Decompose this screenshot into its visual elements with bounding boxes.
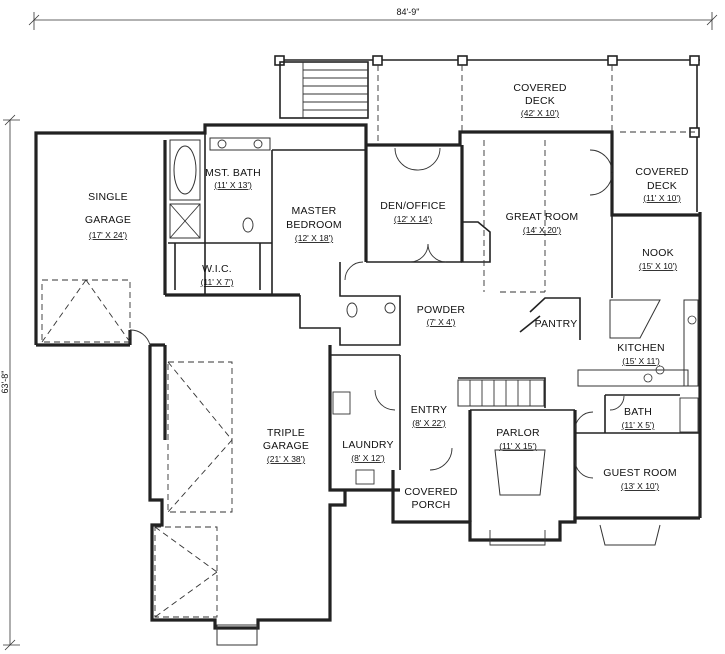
- nook-size: (15' X 10'): [639, 261, 677, 271]
- room-covered-porch: COVERED PORCH: [404, 486, 458, 511]
- kitchen-size: (15' X 11'): [622, 356, 660, 366]
- wic-name: W.I.C.: [202, 263, 232, 275]
- triple-garage-name-2: GARAGE: [263, 440, 309, 452]
- deck-dividers: [377, 65, 695, 145]
- room-pantry: PANTRY: [535, 318, 578, 330]
- great-room-name: GREAT ROOM: [506, 211, 579, 223]
- covered-deck-name: COVERED: [513, 82, 567, 94]
- width-dimension-line: [28, 6, 718, 30]
- guest-room-name: GUEST ROOM: [603, 467, 677, 479]
- pantry-name: PANTRY: [535, 318, 578, 330]
- room-great-room: GREAT ROOM (14' X 20'): [506, 211, 579, 235]
- kitchen-name: KITCHEN: [617, 342, 665, 354]
- room-master-bedroom: MASTER BEDROOM (12' X 18'): [286, 205, 342, 243]
- great-room-size: (14' X 20'): [523, 225, 561, 235]
- master-bedroom-name: MASTER: [292, 205, 337, 217]
- laundry-name: LAUNDRY: [342, 439, 393, 451]
- triple-garage-size: (21' X 38'): [267, 454, 305, 464]
- wic-size: (11' X 7'): [201, 277, 234, 287]
- room-guest-room: GUEST ROOM (13' X 10'): [603, 467, 677, 491]
- triple-garage-name: TRIPLE: [267, 427, 305, 439]
- master-bath-name: MST. BATH: [205, 167, 261, 179]
- single-garage-name-2: GARAGE: [85, 214, 131, 226]
- room-covered-deck-2: COVERED DECK (11' X 10'): [635, 166, 689, 203]
- nook-name: NOOK: [642, 247, 674, 259]
- covered-deck-2-size: (11' X 10'): [643, 193, 681, 203]
- room-nook: NOOK (15' X 10'): [639, 247, 677, 271]
- room-wic: W.I.C. (11' X 7'): [201, 263, 234, 287]
- covered-porch-name: COVERED: [404, 486, 458, 498]
- exterior-walls: [34, 59, 702, 630]
- width-dimension-label: 84'-9": [397, 7, 420, 17]
- covered-deck-name-2: DECK: [525, 95, 555, 107]
- entry-size: (8' X 22'): [412, 418, 446, 428]
- depth-dimension-label: 63'-8": [0, 371, 10, 394]
- room-den-office: DEN/OFFICE (12' X 14'): [380, 200, 446, 224]
- covered-porch-name-2: PORCH: [412, 499, 451, 511]
- room-powder: POWDER (7' X 4'): [417, 304, 466, 327]
- covered-deck-2-name: COVERED: [635, 166, 689, 178]
- covered-deck-size: (42' X 10'): [521, 108, 559, 118]
- master-bedroom-size: (12' X 18'): [295, 233, 333, 243]
- deck-posts: [274, 55, 700, 138]
- powder-size: (7' X 4'): [427, 317, 456, 327]
- master-bedroom-name-2: BEDROOM: [286, 219, 342, 231]
- single-garage-name: SINGLE: [88, 191, 128, 203]
- fixtures: [169, 137, 699, 646]
- den-office-size: (12' X 14'): [394, 214, 432, 224]
- entry-name: ENTRY: [411, 404, 447, 416]
- powder-name: POWDER: [417, 304, 466, 316]
- parlor-size: (11' X 15'): [499, 441, 537, 451]
- den-office-name: DEN/OFFICE: [380, 200, 446, 212]
- single-garage-size: (17' X 24'): [89, 230, 127, 240]
- doors: [129, 147, 625, 479]
- depth-dimension-line: [3, 114, 20, 651]
- garage-doors: [41, 279, 233, 618]
- interior-walls: [168, 133, 700, 522]
- room-laundry: LAUNDRY (8' X 12'): [342, 439, 393, 463]
- parlor-name: PARLOR: [496, 427, 540, 439]
- bath-size: (11' X 5'): [622, 420, 655, 430]
- room-parlor: PARLOR (11' X 15'): [496, 427, 540, 451]
- room-covered-deck: COVERED DECK (42' X 10'): [513, 82, 567, 118]
- room-master-bath: MST. BATH (11' X 13'): [205, 167, 261, 190]
- laundry-size: (8' X 12'): [351, 453, 385, 463]
- room-bath: BATH (11' X 5'): [622, 406, 655, 430]
- room-triple-garage: TRIPLE GARAGE (21' X 38'): [263, 427, 309, 464]
- room-kitchen: KITCHEN (15' X 11'): [617, 342, 665, 366]
- guest-room-size: (13' X 10'): [621, 481, 659, 491]
- entry-stairs: [457, 379, 545, 407]
- room-entry: ENTRY (8' X 22'): [411, 404, 447, 428]
- master-bath-size: (11' X 13'): [214, 180, 252, 190]
- rear-stairs: [279, 61, 369, 119]
- covered-deck-2-name-2: DECK: [647, 180, 677, 192]
- room-single-garage: SINGLE GARAGE (17' X 24'): [85, 191, 131, 240]
- ceiling-lines: [483, 140, 546, 293]
- bath-name: BATH: [624, 406, 652, 418]
